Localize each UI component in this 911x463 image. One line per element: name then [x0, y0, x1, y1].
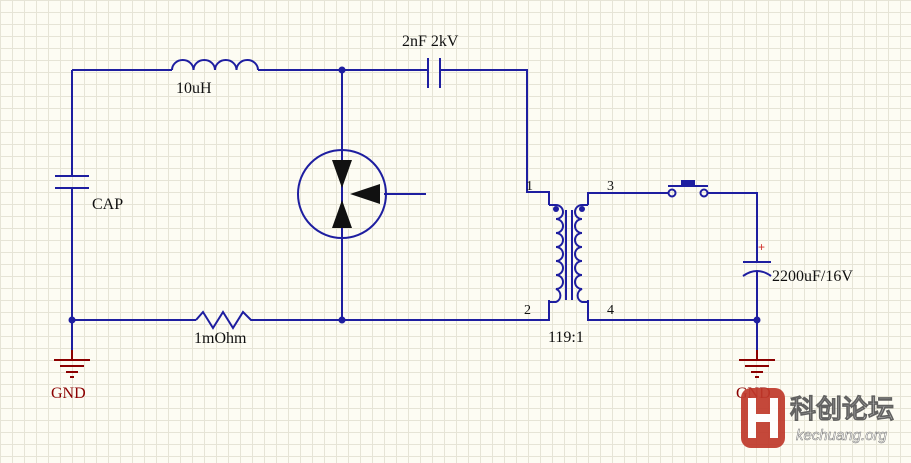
wire-sec-right-top	[708, 192, 758, 262]
transformer-ratio-label: 119:1	[548, 329, 584, 346]
ground-symbol-left	[54, 350, 90, 378]
wire-sec-bottom	[587, 272, 758, 321]
output-capacitor-label: 2200uF/16V	[772, 268, 853, 285]
watermark-cn-text: 科创论坛	[790, 394, 894, 424]
junction-dot	[338, 66, 346, 74]
spark-gap-symbol	[297, 149, 387, 239]
wire-top-right	[440, 69, 550, 205]
pin-4-label: 4	[607, 303, 614, 318]
junctions	[68, 66, 761, 324]
pin-1-label: 1	[526, 179, 533, 194]
ground-label-left: GND	[51, 385, 86, 402]
hv-capacitor-label: 2nF 2kV	[402, 33, 459, 50]
inductor-label: 10uH	[176, 80, 212, 97]
electrolytic-capacitor-symbol	[742, 261, 772, 277]
pin-2-label: 2	[524, 303, 531, 318]
pin-3-label: 3	[607, 179, 614, 194]
transformer-secondary-coil	[574, 204, 588, 303]
wires	[71, 69, 758, 350]
transformer-symbol	[549, 204, 588, 303]
hv-capacitor-symbol	[427, 58, 441, 88]
polarity-dot	[553, 206, 559, 212]
ground-symbol-right	[739, 350, 775, 378]
inductor-symbol	[171, 59, 259, 71]
transformer-primary-coil	[549, 204, 564, 303]
polarity-dot	[579, 206, 585, 212]
junction-dot	[68, 316, 76, 324]
watermark-url-text: kechuang.org	[796, 427, 888, 444]
wire-bottom-right	[258, 300, 550, 321]
resistor-symbol	[195, 310, 258, 330]
resistor-label: 1mOhm	[194, 330, 247, 347]
capacitor-symbol	[55, 175, 89, 189]
watermark-logo	[741, 388, 785, 448]
capacitor-label: CAP	[92, 196, 123, 213]
watermark: 科创论坛 kechuang.org	[741, 388, 894, 448]
junction-dot	[753, 316, 761, 324]
push-switch-symbol	[667, 180, 709, 198]
junction-dot	[338, 316, 346, 324]
wire-sec-top	[587, 192, 668, 205]
polarity-plus-label: +	[758, 240, 765, 254]
